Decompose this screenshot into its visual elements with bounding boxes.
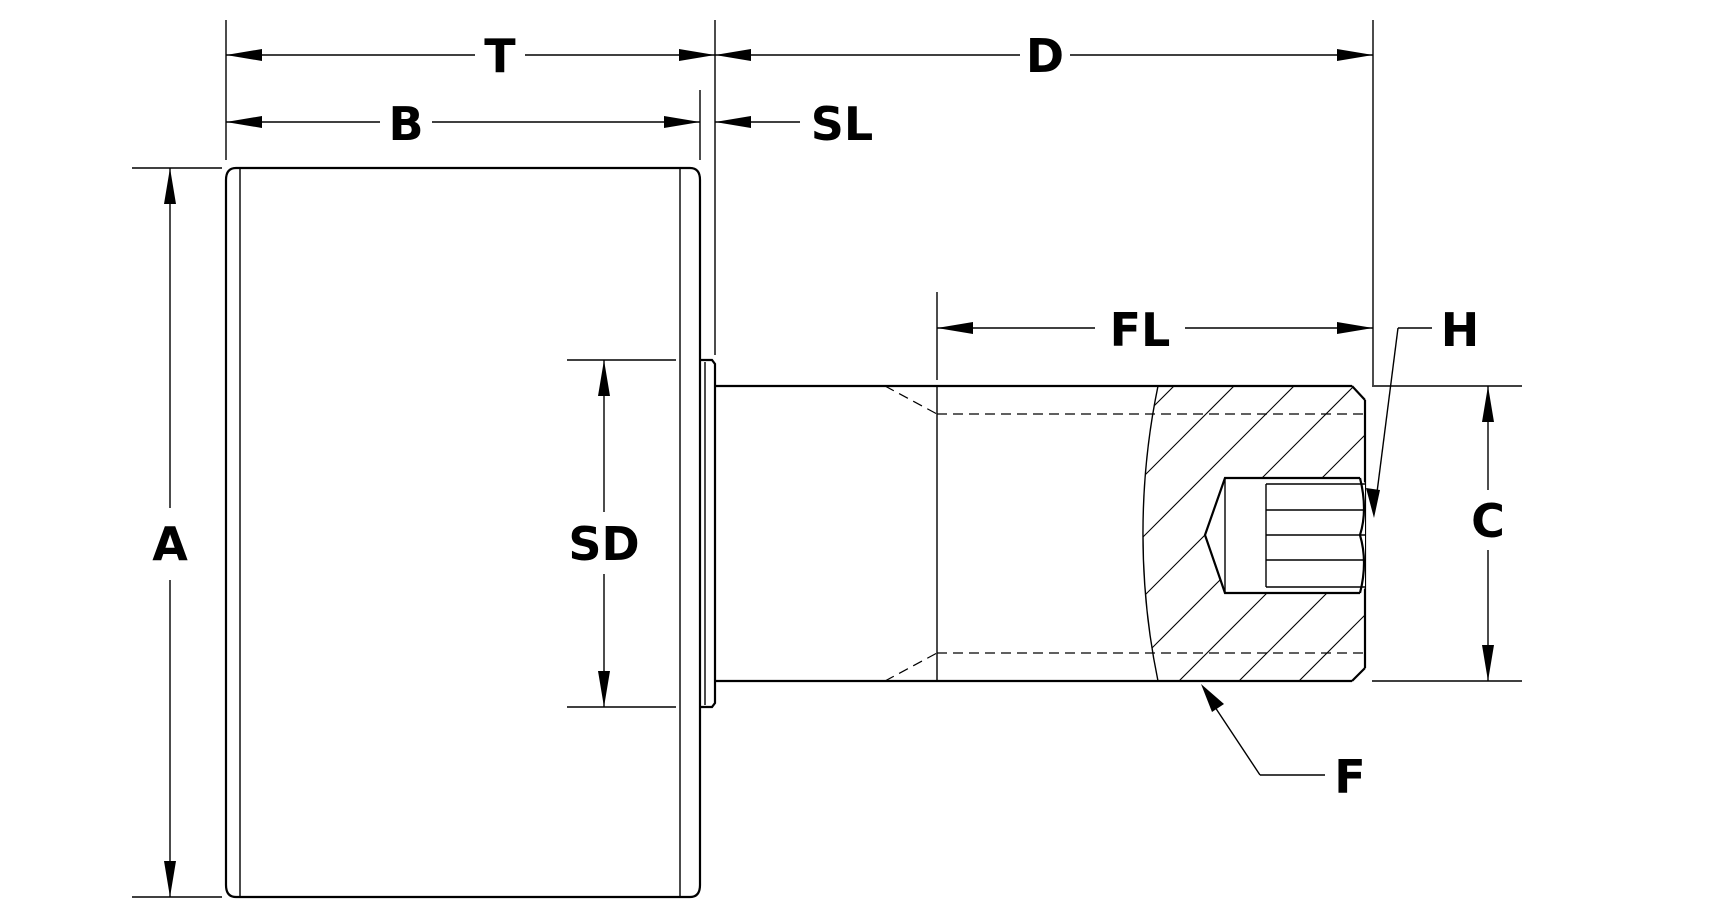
- extension-lines: [132, 20, 1522, 898]
- label-fl: FL: [1110, 303, 1171, 357]
- label-h: H: [1441, 303, 1480, 357]
- label-sd: SD: [568, 517, 639, 571]
- stud-shoulder: [700, 358, 720, 709]
- hex-socket: [1203, 476, 1366, 595]
- label-b: B: [388, 97, 423, 151]
- label-sl: SL: [811, 97, 873, 151]
- leader-h: [1366, 327, 1432, 518]
- leader-f: [1201, 684, 1325, 776]
- label-f: F: [1334, 750, 1365, 804]
- label-a: A: [152, 517, 188, 571]
- stud-body: [715, 384, 1367, 683]
- dimension-lines: [164, 49, 1494, 897]
- label-t: T: [484, 29, 516, 83]
- roller-body: [224, 166, 702, 899]
- label-c: C: [1471, 494, 1505, 548]
- label-d: D: [1026, 29, 1064, 83]
